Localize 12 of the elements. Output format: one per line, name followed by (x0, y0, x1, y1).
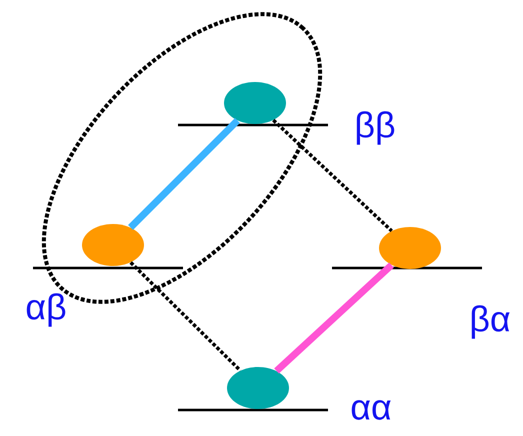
transition-line (274, 262, 394, 374)
energy-state-dot (224, 82, 286, 124)
energy-state-dot (379, 227, 441, 269)
state-label: αα (352, 400, 391, 420)
state-label: ββ (356, 111, 394, 145)
state-label: αβ (26, 293, 66, 327)
transition-line (272, 118, 393, 232)
energy-state-dot (227, 367, 289, 409)
transition-line (129, 261, 242, 372)
energy-state-dot (82, 224, 144, 266)
state-label: βα (472, 305, 510, 339)
transition-line (128, 118, 240, 230)
